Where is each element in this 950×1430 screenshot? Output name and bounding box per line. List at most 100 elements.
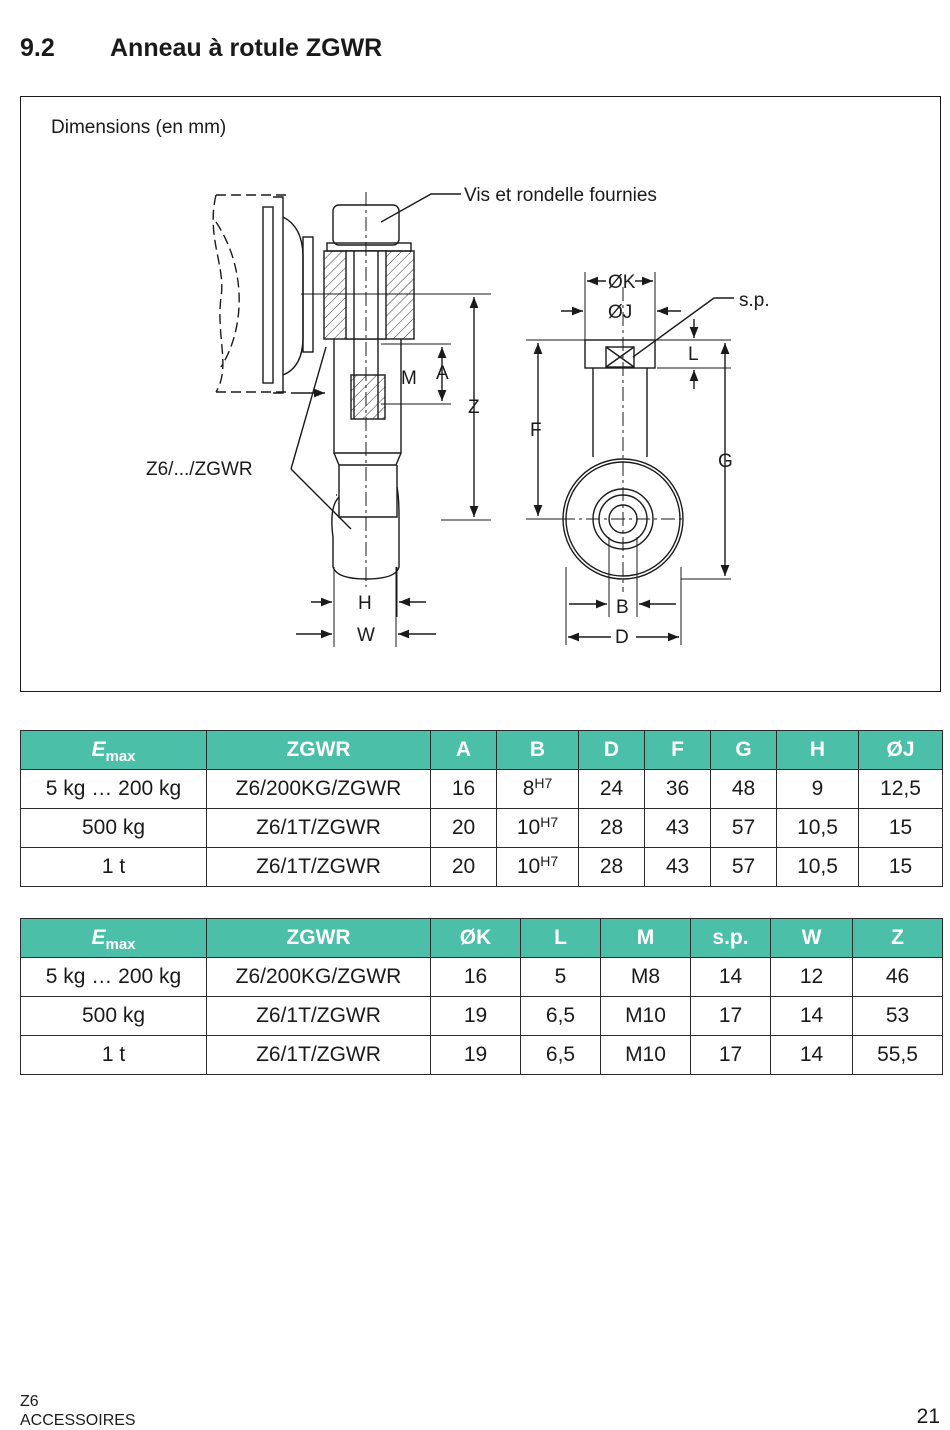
header-cell: D xyxy=(578,730,645,770)
cell-w: 14 xyxy=(770,1035,853,1075)
table-row: 5 kg … 200 kg Z6/200KG/ZGWR 16 5 M8 14 1… xyxy=(20,957,943,997)
cell-j: 15 xyxy=(858,808,943,848)
cell-k: 16 xyxy=(430,957,521,997)
label-J: ØJ xyxy=(608,302,632,323)
label-D: D xyxy=(615,627,629,648)
section-title: Anneau à rotule ZGWR xyxy=(110,34,383,62)
cell-g: 57 xyxy=(710,808,777,848)
cell-l: 5 xyxy=(520,957,601,997)
cell-sp: 14 xyxy=(690,957,771,997)
cell-k: 19 xyxy=(430,1035,521,1075)
cell-z: 55,5 xyxy=(852,1035,943,1075)
cell-sp: 17 xyxy=(690,996,771,1036)
cell-h: 10,5 xyxy=(776,808,859,848)
cell-h: 10,5 xyxy=(776,847,859,887)
table-row: 500 kg Z6/1T/ZGWR 19 6,5 M10 17 14 53 xyxy=(20,996,943,1036)
cell-g: 57 xyxy=(710,847,777,887)
cell-w: 12 xyxy=(770,957,853,997)
cell-z: 46 xyxy=(852,957,943,997)
table-header-row: Emax ZGWR ØK L M s.p. W Z xyxy=(20,918,943,958)
label-H: H xyxy=(358,593,372,614)
table-header-row: Emax ZGWR A B D F G H ØJ xyxy=(20,730,943,770)
footer-chapter: ACCESSOIRES xyxy=(20,1412,136,1429)
cell-f: 36 xyxy=(644,769,711,809)
cell-g: 48 xyxy=(710,769,777,809)
label-A: A xyxy=(436,363,449,384)
cell-d: 28 xyxy=(578,808,645,848)
cell-emax: 5 kg … 200 kg xyxy=(20,769,207,809)
header-cell: W xyxy=(770,918,853,958)
label-M: M xyxy=(401,368,417,389)
cell-zgwr: Z6/1T/ZGWR xyxy=(206,808,431,848)
header-cell: Z xyxy=(852,918,943,958)
header-cell: ØJ xyxy=(858,730,943,770)
cell-sp: 17 xyxy=(690,1035,771,1075)
section-number: 9.2 xyxy=(20,34,55,62)
footer-product: Z6 ACCESSOIRES xyxy=(20,1392,136,1430)
header-cell: H xyxy=(776,730,859,770)
cell-zgwr: Z6/200KG/ZGWR xyxy=(206,769,431,809)
header-cell: ZGWR xyxy=(206,730,431,770)
header-emax: Emax xyxy=(20,730,207,770)
cell-emax: 5 kg … 200 kg xyxy=(20,957,207,997)
label-K: ØK xyxy=(608,272,636,293)
cell-j: 12,5 xyxy=(858,769,943,809)
cell-emax: 1 t xyxy=(20,1035,207,1075)
cell-m: M10 xyxy=(600,996,691,1036)
cell-l: 6,5 xyxy=(520,1035,601,1075)
label-G: G xyxy=(718,451,733,472)
header-cell: ZGWR xyxy=(206,918,431,958)
header-cell: F xyxy=(644,730,711,770)
cell-j: 15 xyxy=(858,847,943,887)
cell-emax: 1 t xyxy=(20,847,207,887)
cell-w: 14 xyxy=(770,996,853,1036)
technical-drawing: Vis et rondelle fournies Z6/.../ZGWR s.p… xyxy=(146,185,770,648)
dimensions-table-2: Emax ZGWR ØK L M s.p. W Z 5 kg … 200 kg … xyxy=(20,918,943,1075)
header-cell: L xyxy=(520,918,601,958)
header-cell: G xyxy=(710,730,777,770)
cell-b: 10H7 xyxy=(496,808,579,848)
cell-zgwr: Z6/1T/ZGWR xyxy=(206,996,431,1036)
table-row: 5 kg … 200 kg Z6/200KG/ZGWR 16 8H7 24 36… xyxy=(20,769,943,809)
label-part: Z6/.../ZGWR xyxy=(146,459,253,480)
dimension-figure: Dimensions (en mm) xyxy=(20,96,941,692)
cell-emax: 500 kg xyxy=(20,996,207,1036)
section-heading: 9.2 Anneau à rotule ZGWR xyxy=(20,34,382,63)
page-number: 21 xyxy=(916,1405,940,1428)
label-W: W xyxy=(357,625,375,646)
cell-zgwr: Z6/1T/ZGWR xyxy=(206,1035,431,1075)
cell-h: 9 xyxy=(776,769,859,809)
cell-z: 53 xyxy=(852,996,943,1036)
header-cell: M xyxy=(600,918,691,958)
header-cell: A xyxy=(430,730,497,770)
cell-b: 8H7 xyxy=(496,769,579,809)
label-screw: Vis et rondelle fournies xyxy=(464,185,657,206)
table-row: 1 t Z6/1T/ZGWR 20 10H7 28 43 57 10,5 15 xyxy=(20,847,943,887)
cell-zgwr: Z6/1T/ZGWR xyxy=(206,847,431,887)
cell-k: 19 xyxy=(430,996,521,1036)
header-cell: ØK xyxy=(430,918,521,958)
cell-zgwr: Z6/200KG/ZGWR xyxy=(206,957,431,997)
cell-b: 10H7 xyxy=(496,847,579,887)
label-L: L xyxy=(688,344,699,365)
cell-d: 24 xyxy=(578,769,645,809)
table-row: 500 kg Z6/1T/ZGWR 20 10H7 28 43 57 10,5 … xyxy=(20,808,943,848)
cell-a: 16 xyxy=(430,769,497,809)
cell-m: M8 xyxy=(600,957,691,997)
cell-m: M10 xyxy=(600,1035,691,1075)
figure-caption: Dimensions (en mm) xyxy=(51,117,227,138)
header-cell: s.p. xyxy=(690,918,771,958)
table-row: 1 t Z6/1T/ZGWR 19 6,5 M10 17 14 55,5 xyxy=(20,1035,943,1075)
cell-a: 20 xyxy=(430,808,497,848)
cell-l: 6,5 xyxy=(520,996,601,1036)
cell-a: 20 xyxy=(430,847,497,887)
dimensions-table-1: Emax ZGWR A B D F G H ØJ 5 kg … 200 kg Z… xyxy=(20,730,943,887)
cell-f: 43 xyxy=(644,847,711,887)
cell-emax: 500 kg xyxy=(20,808,207,848)
cell-d: 28 xyxy=(578,847,645,887)
header-emax: Emax xyxy=(20,918,207,958)
header-cell: B xyxy=(496,730,579,770)
label-F: F xyxy=(530,420,542,441)
label-sp: s.p. xyxy=(739,290,770,311)
label-Z: Z xyxy=(468,397,480,418)
